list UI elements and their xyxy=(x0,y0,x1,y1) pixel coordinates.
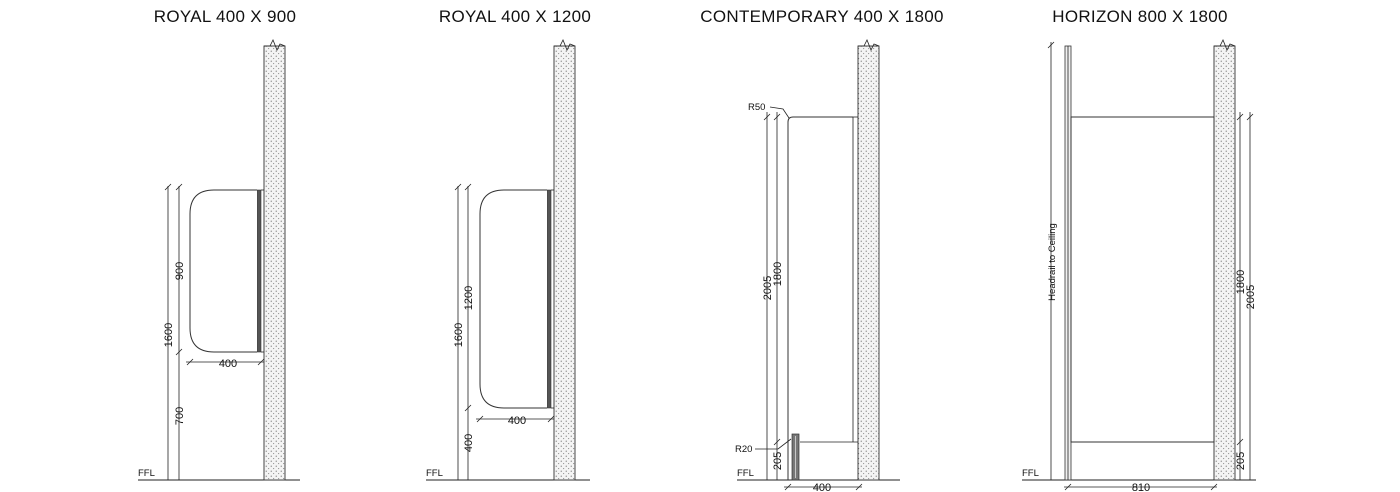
total-height-dimension: 1600 xyxy=(453,323,465,347)
dimension-tick xyxy=(547,415,555,423)
wall-section xyxy=(1213,45,1236,481)
figure-title: ROYAL 400 X 900 xyxy=(154,7,296,26)
figure-title: HORIZON 800 X 1800 xyxy=(1052,7,1227,26)
dimension-tick xyxy=(186,358,194,366)
figure-horizon-800x1800: HORIZON 800 X 1800 FFL Headrail to Ceili… xyxy=(1022,7,1257,492)
panel-height-dimension: 900 xyxy=(174,262,186,280)
width-dimension: 810 xyxy=(1132,482,1150,492)
panel-height-dimension: 1800 xyxy=(1235,270,1247,294)
dimension-tick xyxy=(464,183,472,191)
dimension-tick xyxy=(773,438,781,446)
dimension-tick xyxy=(454,183,462,191)
depth-dimension: 400 xyxy=(508,415,526,427)
dimension-tick xyxy=(1064,483,1072,491)
total-height-dimension: 2005 xyxy=(762,276,774,300)
wall-bracket xyxy=(256,189,262,353)
figure-title: CONTEMPORARY 400 X 1800 xyxy=(700,7,943,26)
floor-label: FFL xyxy=(737,468,754,479)
dimension-tick xyxy=(476,415,484,423)
headrail-to-ceiling-label: Headrail to Ceiling xyxy=(1047,223,1058,301)
dimension-tick xyxy=(175,348,183,356)
wall-bracket xyxy=(546,189,552,409)
dimension-tick xyxy=(1047,41,1055,49)
radius-top-leader xyxy=(769,106,790,119)
urinal-screen-panel xyxy=(189,189,257,353)
dimension-tick xyxy=(257,358,265,366)
dimension-tick xyxy=(164,183,172,191)
radius-top-label: R50 xyxy=(748,102,765,113)
wall-break-mark xyxy=(554,39,576,51)
figure-royal-400x900: ROYAL 400 X 900 FFL 1600 900 700 400 xyxy=(138,7,300,481)
floor-label: FFL xyxy=(138,468,155,479)
total-height-dimension: 2005 xyxy=(1245,285,1257,309)
dimension-tick xyxy=(1210,483,1218,491)
figure-title: ROYAL 400 X 1200 xyxy=(439,7,591,26)
dimension-tick xyxy=(1246,113,1254,121)
dimension-tick xyxy=(1236,438,1244,446)
dimension-tick xyxy=(763,113,771,121)
dimension-tick xyxy=(773,113,781,121)
dimension-tick xyxy=(1236,113,1244,121)
wall-break-mark xyxy=(264,39,286,51)
wall-section xyxy=(857,45,880,481)
figure-royal-400x1200: ROYAL 400 X 1200 FFL 1600 1200 400 400 xyxy=(426,7,591,481)
panel-height-dimension: 1800 xyxy=(772,262,784,286)
urinal-screen-panel xyxy=(479,189,547,409)
panel-height-dimension: 1200 xyxy=(463,286,475,310)
figure-contemporary-400x1800: CONTEMPORARY 400 X 1800 FFL R50 R20 2005… xyxy=(700,7,943,492)
wall-break-mark xyxy=(1214,39,1236,51)
gap-height-dimension: 400 xyxy=(463,434,475,452)
depth-dimension: 400 xyxy=(813,482,831,492)
wall-section xyxy=(553,45,576,481)
horizon-screen-panel xyxy=(1070,116,1215,443)
depth-dimension: 400 xyxy=(219,358,237,370)
radius-bottom-leader xyxy=(755,438,792,450)
gap-height-dimension: 205 xyxy=(772,452,784,470)
radius-bottom-label: R20 xyxy=(735,444,752,455)
floor-label: FFL xyxy=(1022,468,1039,479)
tall-screen-panel xyxy=(787,116,853,480)
wall-section xyxy=(263,45,286,481)
wall-break-mark xyxy=(858,39,880,51)
floor-label: FFL xyxy=(426,468,443,479)
dimension-tick xyxy=(784,483,792,491)
gap-height-dimension: 205 xyxy=(1235,452,1247,470)
dimension-tick xyxy=(464,404,472,412)
gap-height-dimension: 700 xyxy=(174,407,186,425)
dimension-tick xyxy=(855,483,863,491)
dimension-tick xyxy=(175,183,183,191)
total-height-dimension: 1600 xyxy=(163,323,175,347)
